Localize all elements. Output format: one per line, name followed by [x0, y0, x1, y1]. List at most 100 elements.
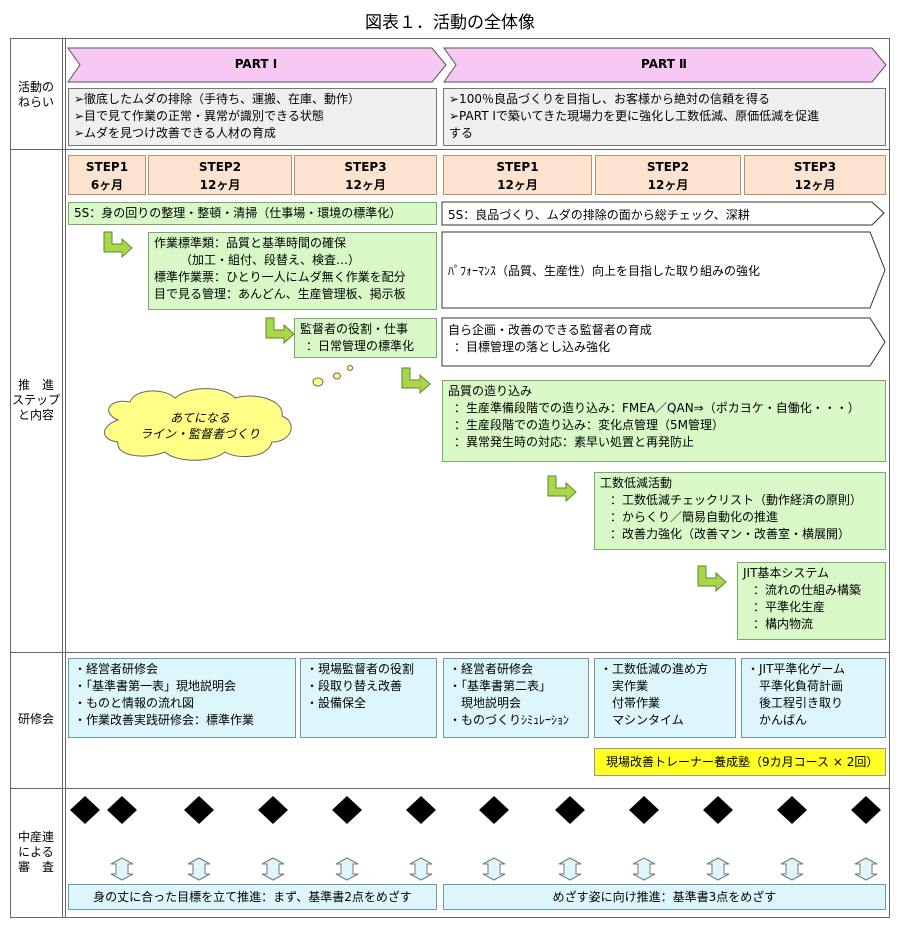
part1-step2-name: STEP2 [198, 160, 242, 174]
audit-diamond-3 [184, 796, 214, 824]
part2-performance-chevron [441, 231, 886, 309]
audit-double-arrow-11 [854, 857, 878, 881]
audit-diamond-2 [107, 796, 137, 824]
audit-diamond-4 [258, 796, 288, 824]
row-label-aim-line2: ねらい [17, 95, 54, 109]
audit-diamond-1 [70, 796, 100, 824]
part2-aim-2: ➢PART Ⅰで築いてきた現場力を更に強化し工数低減、原価低減を促進 [449, 109, 820, 123]
cloud-line2: ライン・監督者づくり [139, 427, 260, 441]
part2-supervisor-chevron [441, 317, 886, 367]
part2-manhour-line2: ：からくり／簡易自動化の推進 [610, 510, 779, 524]
part2-quality-line1: ：生産準備段階での造り込み：FMEA／QAN⇒（ポカヨケ・自働化・・・） [454, 401, 860, 415]
part2-supervisor-line1: 自ら企画・改善のできる監督者の育成 [448, 323, 652, 337]
audit-diamond-8 [555, 796, 585, 824]
audit-diamond-6 [406, 796, 436, 824]
audit-diamond-5 [332, 796, 362, 824]
part1-standards-line2: （加工・組付、段替え、検査…） [180, 253, 361, 267]
row-label-audit: 中産連 による 審 査 [10, 830, 62, 875]
green-arrow-5 [697, 565, 727, 593]
row-label-audit-line2: による [18, 845, 54, 859]
part2-jit-line1: ：流れの仕組み構築 [753, 583, 862, 597]
part1-supervisor-line1: 監督者の役割・仕事 [300, 322, 409, 336]
row-label-steps-line3: と内容 [17, 408, 54, 422]
audit-diamond-7 [479, 796, 509, 824]
part2-jit-line3: ：構内物流 [753, 617, 814, 631]
part2-training1-line1: ・経営者研修会 [449, 662, 534, 676]
part1-training2-line2: ・段取り替え改善 [306, 679, 403, 693]
part1-training1-line1: ・経営者研修会 [74, 662, 159, 676]
part1-5s-text: 5S：身の回りの整理・整頓・清掃（仕事場・環境の標準化） [74, 206, 402, 220]
part2-training1-line3: 現地説明会 [449, 696, 522, 710]
part2-training2-line4: マシンタイム [600, 713, 684, 727]
part2-aim-3: する [449, 126, 474, 140]
part1-training1-line2: ・「基準書第一表」現地説明会 [74, 679, 237, 693]
row-divider-steps [10, 652, 890, 653]
audit-double-arrow-4 [335, 857, 359, 881]
part2-training3-line3: 後工程引き取り [747, 696, 844, 710]
part1-step1-name: STEP1 [85, 160, 129, 174]
part1-step1-header: STEP1 6ヶ月 [68, 155, 146, 195]
part2-step3-name: STEP3 [793, 160, 837, 174]
part2-performance-text: ﾊﾟﾌｫｰﾏﾝｽ（品質、生産性）向上を目指した取り組みの強化 [448, 264, 761, 278]
thought-cloud [104, 365, 353, 461]
part2-training-box3: ・JIT平準化ゲーム 平準化負荷計画 後工程引き取り かんばん [741, 658, 886, 738]
part2-training3-line2: 平準化負荷計画 [747, 679, 844, 693]
part2-step1-name: STEP1 [496, 160, 539, 174]
part1-training1-line3: ・ものと情報の流れ図 [74, 696, 195, 710]
audit-double-arrow-6 [482, 857, 506, 881]
part1-supervisor-box: 監督者の役割・仕事 ：日常管理の標準化 [294, 318, 437, 358]
part1-banner [67, 47, 447, 83]
part2-training2-line1: ・工数低減の進め方 [600, 662, 709, 676]
label-column-divider [62, 38, 63, 918]
row-label-audit-line3: 審 査 [17, 860, 54, 874]
audit-double-arrow-7 [558, 857, 582, 881]
part2-training2-line2: 実作業 [600, 679, 649, 693]
part1-training2-line1: ・現場監督者の役割 [306, 662, 415, 676]
part2-manhour-line1: ：工数低減チェックリスト（動作経済の原則） [610, 493, 863, 507]
part2-step3-period: 12ヶ月 [794, 178, 836, 192]
part2-quality-box: 品質の造り込み ：生産準備段階での造り込み：FMEA／QAN⇒（ポカヨケ・自働化… [442, 380, 886, 462]
page-title: 図表１．活動の全体像 [365, 13, 535, 33]
part1-aim-2: ➢目で見て作業の正常・異常が識別できる状態 [74, 109, 324, 123]
row-label-audit-line1: 中産連 [17, 830, 54, 844]
row-label-steps: 推 進 ステップ と内容 [10, 378, 62, 423]
audit-double-arrow-9 [706, 857, 730, 881]
row-divider-training [10, 788, 890, 789]
part2-step3-header: STEP3 12ヶ月 [744, 155, 886, 195]
trainer-course-text: 現場改善トレーナー養成塾（9カ月コース × 2回） [606, 755, 879, 769]
part1-training-box2: ・現場監督者の役割 ・段取り替え改善 ・設備保全 [300, 658, 437, 738]
part1-step3-name: STEP3 [344, 160, 387, 174]
part1-audit-goal: 身の丈に合った目標を立て推進：まず、基準書2点をめざす [68, 884, 437, 910]
table-frame [10, 38, 890, 918]
cloud-text: あてになる ライン・監督者づくり [110, 410, 290, 442]
audit-double-arrow-2 [187, 857, 211, 881]
audit-double-arrow-10 [780, 857, 804, 881]
part1-training-box1: ・経営者研修会 ・「基準書第一表」現地説明会 ・ものと情報の流れ図 ・作業改善実… [68, 658, 296, 738]
part1-5s-box: 5S：身の回りの整理・整頓・清掃（仕事場・環境の標準化） [68, 202, 437, 225]
label-column-divider-2 [65, 38, 66, 918]
audit-double-arrows [110, 857, 878, 881]
part1-standards-box: 作業標準類：品質と基準時間の確保 （加工・組付、段替え、検査…） 標準作業票：ひ… [148, 232, 437, 310]
row-label-aim: 活動の ねらい [10, 80, 62, 110]
audit-diamond-12 [851, 796, 881, 824]
part1-step2-header: STEP2 12ヶ月 [148, 155, 292, 195]
cloud-line1: あてになる [170, 411, 230, 425]
part2-step2-period: 12ヶ月 [647, 178, 689, 192]
part2-training1-line2: ・「基準書第二表」 [449, 679, 552, 693]
part2-quality-line3: ：異常発生時の対応：素早い処置と再発防止 [454, 435, 695, 449]
part2-training2-line3: 付帯作業 [600, 696, 661, 710]
part2-supervisor-text: 自ら企画・改善のできる監督者の育成 ：目標管理の落とし込み強化 [448, 322, 652, 356]
row-label-steps-line2: ステップ [11, 393, 60, 407]
green-arrow-2 [265, 317, 295, 345]
part2-aim-1: ➢100％良品づくりを目指し、お客様から絶対の信頼を得る [449, 92, 770, 106]
part2-training-box1: ・経営者研修会 ・「基準書第二表」 現地説明会 ・ものづくりｼﾐｭﾚｰｼｮﾝ [443, 658, 589, 738]
part2-banner [443, 47, 887, 83]
green-arrow-3 [401, 367, 431, 395]
part1-step2-period: 12ヶ月 [199, 178, 241, 192]
part2-manhour-line3: ：改善力強化（改善マン・改善室・横展開） [610, 527, 851, 541]
audit-diamond-10 [703, 796, 733, 824]
part2-aims-box: ➢100％良品づくりを目指し、お客様から絶対の信頼を得る ➢PART Ⅰで築いて… [443, 88, 886, 146]
audit-diamond-9 [629, 796, 659, 824]
part2-5s-text: 5S：良品づくり、ムダの排除の面から総チェック、深耕 [448, 208, 750, 222]
